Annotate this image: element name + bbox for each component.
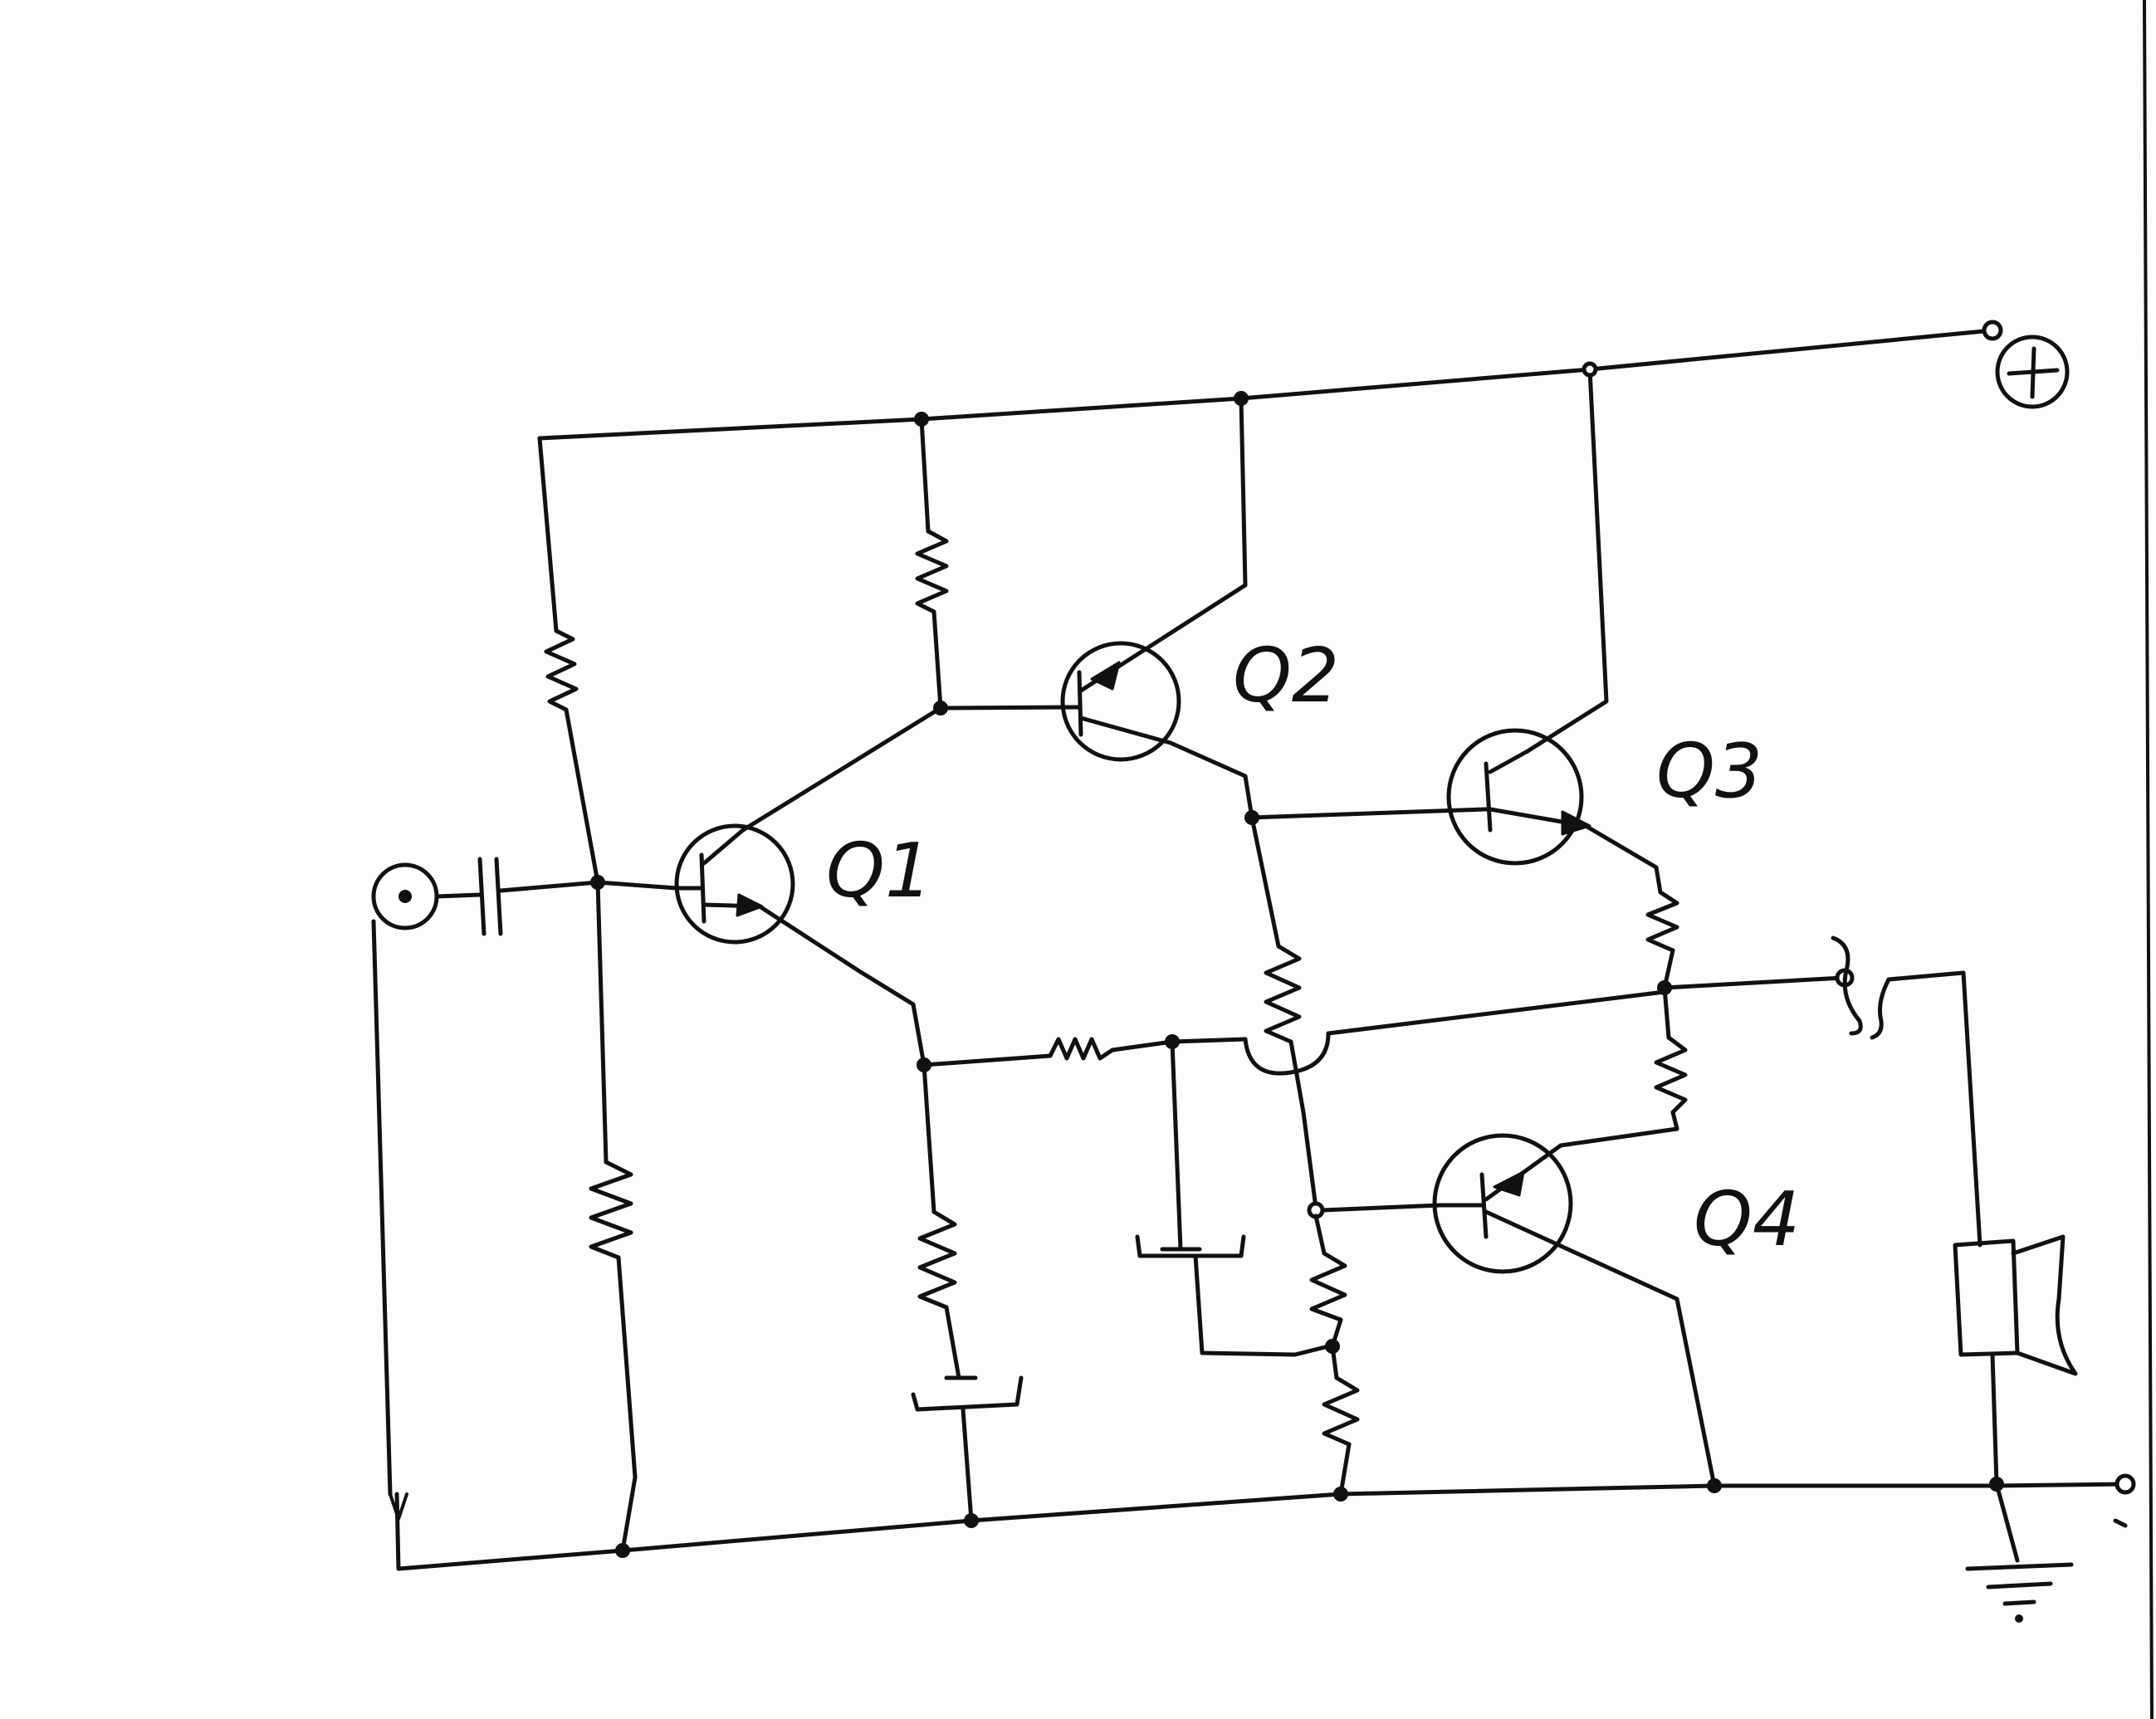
capacitor-plate-left	[477, 857, 486, 936]
speaker-body	[1953, 1238, 2020, 1357]
q2-label: Q2	[1233, 632, 1339, 720]
wire-fb-left	[922, 1053, 1053, 1067]
wire-r2-top	[595, 880, 609, 1165]
resistor-r7	[1322, 1375, 1360, 1447]
wire-crossover-hump	[1243, 989, 1667, 1076]
ground-line-1	[1965, 1562, 2074, 1571]
wire-r9-top	[1662, 985, 1671, 1040]
q4-emitter-arrow	[1493, 1170, 1525, 1197]
cap-output-left	[1831, 935, 1863, 1036]
wire-q1-collector	[741, 706, 943, 833]
q4-transistor-body	[1432, 1133, 1573, 1274]
node-rail-q2	[1234, 391, 1249, 406]
q3-transistor-body	[1446, 728, 1584, 866]
wire-r1-bottom	[564, 707, 600, 885]
ground-line-2	[1986, 1581, 2053, 1590]
cap-output-right	[1870, 977, 1891, 1040]
plus-vertical	[2030, 346, 2036, 399]
capacitor-plate-right	[494, 857, 503, 936]
wire-r1-top	[537, 436, 559, 633]
wire-fb-cap-bottom	[1193, 1253, 1331, 1357]
wire-r3-bottom	[931, 609, 943, 711]
wire-r5-top	[1249, 815, 1281, 949]
positive-terminal-circle	[1995, 335, 2070, 409]
q2-base-bar	[1077, 670, 1083, 737]
resistor-r9	[1654, 1035, 1688, 1115]
wire-r6-top	[1313, 1214, 1327, 1256]
wire-r7-bottom	[1338, 1442, 1352, 1497]
wire-input-cap	[434, 892, 482, 899]
wire-input-return	[371, 919, 393, 1497]
ground-dot	[2015, 1614, 2023, 1623]
speaker-cone	[2011, 1234, 2078, 1376]
q3-emitter-arrow	[1561, 810, 1591, 836]
minus-mark	[2113, 1518, 2128, 1528]
wire-cap-base	[498, 880, 600, 893]
node-gnd-r7	[1333, 1487, 1348, 1502]
wire-r4-top	[922, 1062, 936, 1214]
ground-line-3	[2002, 1599, 2036, 1606]
node-gnd-q4	[1707, 1478, 1722, 1493]
node-q3-top	[1582, 361, 1598, 378]
resistor-r1	[544, 628, 579, 712]
wire-r8-top	[1654, 865, 1663, 895]
wire-ground	[1994, 1482, 2020, 1563]
q3-label: Q3	[1656, 728, 1762, 815]
resistor-r3	[915, 529, 949, 614]
wire-q3-base	[1249, 807, 1489, 820]
q1-emitter-arrow	[736, 893, 764, 917]
wire-cap-bypass-gnd	[961, 1407, 974, 1523]
bottom-rail-wire	[620, 1482, 2128, 1553]
q1-label: Q1	[826, 828, 932, 915]
resistor-r8	[1645, 890, 1679, 953]
input-jack-center	[398, 890, 412, 903]
wire-r2-bottom	[616, 1255, 638, 1553]
wire-q2-base	[938, 705, 1082, 711]
wire-r9-q4	[1558, 1110, 1679, 1148]
q3-base-bar	[1484, 761, 1493, 833]
wire-to-q1-base	[595, 880, 679, 891]
wire-q3-collector	[1525, 367, 1609, 754]
node-gnd-bypass	[964, 1513, 979, 1528]
wire-bottom-left	[394, 1492, 625, 1571]
q4-collector	[1484, 1209, 1717, 1488]
wire-q4-base	[1320, 1203, 1443, 1213]
resistor-r5	[1264, 944, 1302, 1044]
wire-fb-cap-top	[1170, 1039, 1183, 1252]
q3-collector-lead	[1488, 749, 1530, 774]
positive-terminal-node	[1982, 320, 2003, 341]
wire-r5-bottom	[1288, 1039, 1318, 1210]
wire-to-speaker	[1886, 970, 1982, 1248]
resistor-r6	[1309, 1251, 1347, 1322]
cap-bypass-minus-plate	[911, 1375, 1024, 1412]
q2-emitter-arrow	[1090, 661, 1121, 691]
wire-speaker-gnd	[1990, 1352, 1999, 1487]
wire-q3-emitter	[1583, 823, 1659, 870]
wire-r4-bottom	[944, 1305, 961, 1380]
wire-r7-top	[1330, 1344, 1339, 1380]
wire-output-cap	[1662, 975, 1846, 990]
cap-fb-minus-plate	[1135, 1234, 1246, 1258]
resistor-feedback	[1048, 1037, 1115, 1061]
wire-r3-top	[919, 417, 931, 534]
q2-collector	[1078, 715, 1248, 779]
q1-collector	[702, 828, 746, 866]
q2-transistor-body	[1060, 641, 1181, 762]
resistor-r4	[917, 1209, 957, 1310]
wire-q2-emitter-top	[1239, 396, 1248, 588]
wire-q1-emitter	[757, 904, 926, 1067]
q1-transistor-body	[674, 823, 795, 945]
negative-terminal-node	[2114, 1473, 2136, 1495]
resistor-r2	[589, 1160, 633, 1260]
q4-label: Q4	[1694, 1176, 1800, 1263]
q4-base-bar	[1479, 1172, 1489, 1239]
node-rail-r3	[914, 412, 929, 427]
top-rail-wire	[537, 328, 1995, 441]
page-edge-line	[2143, 0, 2154, 1719]
